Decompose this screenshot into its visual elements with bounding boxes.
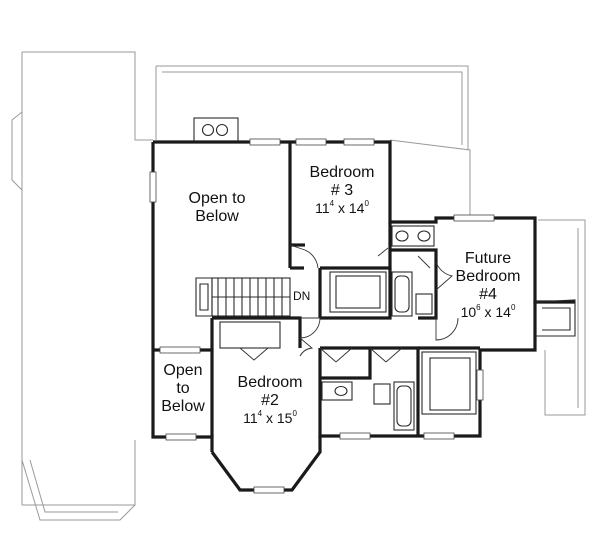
room-label-bedroom-3: Bedroom # 3 114 x 140 (294, 164, 390, 216)
dim-sep: x (262, 409, 277, 426)
dim-a-sup: 4 (257, 408, 263, 418)
dim-a: 11 (243, 409, 258, 426)
dim-b-sup: 0 (364, 198, 369, 208)
room-label-bedroom-2: Bedroom #2 114 x 150 (222, 374, 318, 426)
dim-b-sup: 0 (510, 302, 516, 312)
dim-a: 10 (460, 303, 477, 320)
dim-a-sup: 4 (329, 198, 335, 208)
room-number: #2 (261, 391, 279, 409)
windows (149, 138, 495, 494)
room-label-open-to-below-2: Open to Below (154, 362, 212, 416)
room-dimensions: 106 x 140 (440, 302, 536, 321)
room-name: Bedroom (309, 164, 375, 181)
dim-b-sup: 0 (292, 408, 297, 418)
room-number: #4 (479, 285, 497, 303)
stair-down-label: DN (292, 289, 312, 304)
roof-outline-left (11, 51, 153, 521)
room-label-open-to-below-1: Open to Below (168, 190, 266, 226)
dim-a: 11 (315, 199, 330, 216)
dim-b: 14 (348, 199, 365, 216)
fixtures (219, 225, 477, 431)
roof-outline-top (155, 65, 586, 416)
room-label-future-bedroom-4: Future Bedroom #4 106 x 140 (440, 250, 536, 320)
room-name: Bedroom (237, 374, 303, 391)
room-name-line2: Bedroom (455, 267, 521, 285)
room-label-line: Below (161, 397, 205, 415)
bay-window-right (534, 299, 576, 337)
dim-a-sup: 6 (476, 302, 481, 312)
room-name-line1: Future (464, 250, 512, 267)
dim-sep: x (480, 303, 496, 320)
dim-b: 15 (276, 409, 293, 426)
dim-b: 14 (495, 303, 511, 320)
room-dimensions: 114 x 140 (294, 198, 390, 217)
room-number: # 3 (330, 181, 354, 199)
chimney (193, 117, 239, 143)
room-dimensions: 114 x 150 (222, 408, 318, 427)
room-label-line: Open (163, 362, 203, 379)
dim-sep: x (334, 199, 349, 216)
room-label-line: to (176, 379, 190, 397)
door-swings (239, 244, 459, 363)
staircase (195, 277, 291, 317)
room-label-line: Below (195, 207, 239, 225)
room-label-line: Open to (188, 190, 246, 207)
